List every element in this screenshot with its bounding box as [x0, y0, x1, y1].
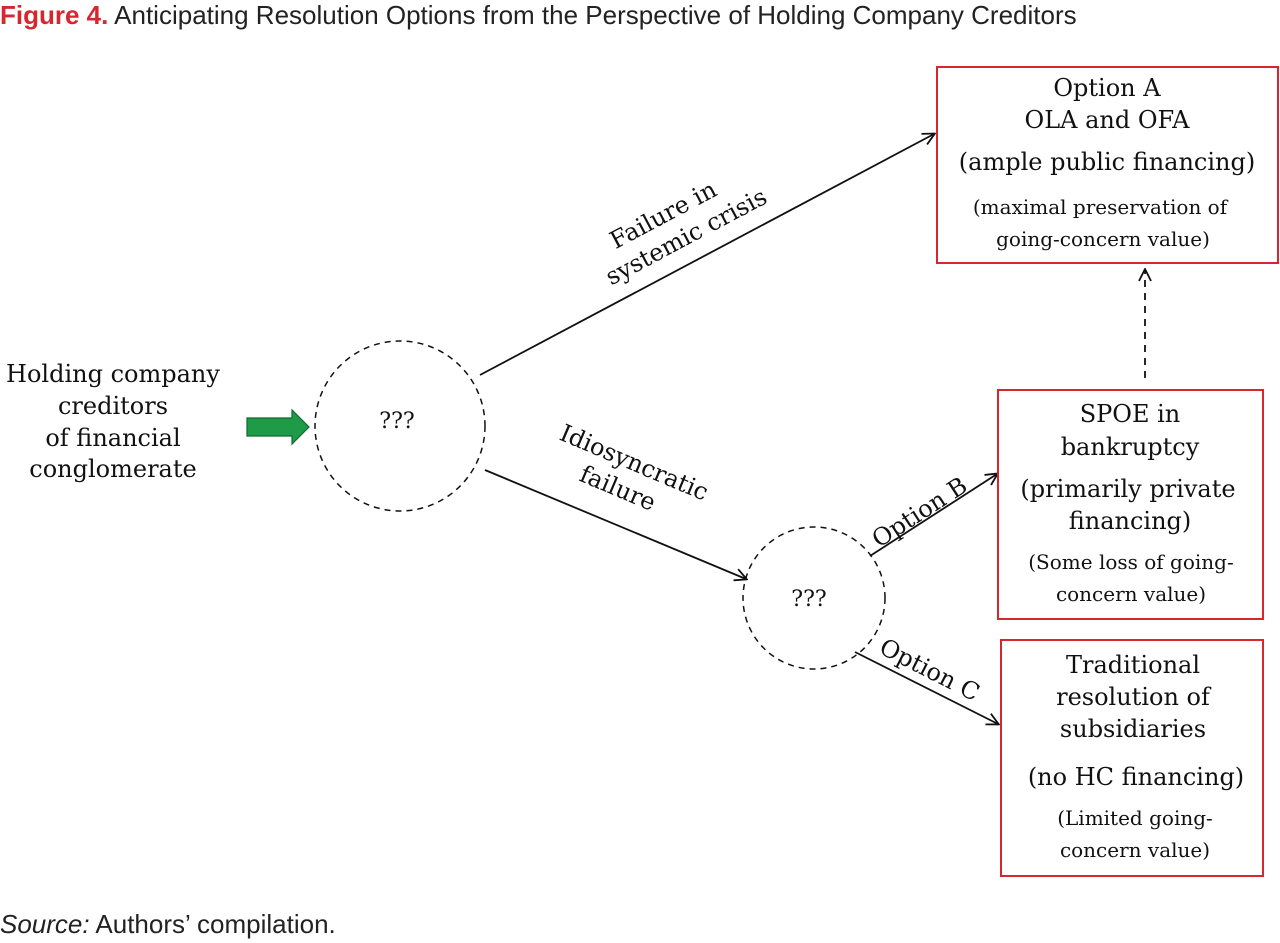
option-b-heading-line-2: bankruptcy: [1061, 433, 1200, 461]
option-c-financing: (no HC financing): [1028, 763, 1244, 791]
start-node: Holding company creditors of financial c…: [6, 360, 220, 483]
option-c-value-line-2: concern value): [1060, 838, 1210, 862]
decision-node-first-label: ???: [379, 409, 414, 434]
source-note: Source: Authors’ compilation.: [0, 908, 700, 940]
edge-label-option-b-text: Option B: [867, 471, 972, 553]
option-a-value-line-1: (maximal preservation of: [973, 195, 1229, 219]
edge-label-option-b: Option B: [867, 471, 972, 553]
edge-option-b: [869, 474, 997, 557]
figure-title-text: Anticipating Resolution Options from the…: [114, 0, 1077, 30]
option-b-value-line-1: (Some loss of going-: [1028, 550, 1234, 574]
decision-node-first: [314, 340, 486, 512]
option-b-financing-line-2: financing): [1069, 507, 1192, 535]
edge-label-idiosyncratic: Idiosyncratic failure: [556, 419, 713, 517]
option-c-heading-line-3: subsidiaries: [1060, 715, 1206, 743]
outcome-box-option-a: [936, 66, 1279, 264]
option-a-financing: (ample public financing): [959, 148, 1255, 176]
option-b-value-line-2: concern value): [1056, 582, 1206, 606]
option-b-heading-line-1: SPOE in: [1080, 400, 1181, 428]
edge-label-systemic: Failure in systemic crisis: [601, 175, 772, 291]
source-label: Source:: [0, 909, 90, 939]
outcome-box-option-c: [1000, 639, 1264, 877]
figure-title: Figure 4. Anticipating Resolution Option…: [0, 0, 1280, 32]
start-node-line-4: conglomerate: [29, 455, 196, 483]
start-node-line-3: of financial: [45, 424, 180, 452]
decision-node-second: [742, 526, 886, 670]
edge-systemic-crisis: [479, 134, 934, 376]
figure-label: Figure 4.: [0, 0, 109, 30]
option-b-financing-line-1: (primarily private: [1020, 475, 1235, 503]
option-a-heading-line-2: OLA and OFA: [1025, 106, 1191, 134]
start-node-line-2: creditors: [58, 392, 168, 420]
option-a-value-line-2: going-concern value): [996, 227, 1210, 251]
edge-option-c: [854, 651, 998, 724]
option-a-heading-line-1: Option A: [1053, 74, 1161, 102]
option-c-heading-line-2: resolution of: [1056, 683, 1212, 711]
start-node-line-1: Holding company: [6, 360, 220, 388]
edge-idiosyncratic: [484, 469, 746, 579]
source-text: Authors’ compilation.: [95, 909, 336, 939]
decision-node-second-label: ???: [791, 587, 826, 612]
entry-arrow-icon: [246, 408, 310, 446]
outcome-box-option-b: [997, 389, 1264, 620]
option-c-heading-line-1: Traditional: [1066, 651, 1200, 679]
option-c-value-line-1: (Limited going-: [1057, 806, 1213, 830]
